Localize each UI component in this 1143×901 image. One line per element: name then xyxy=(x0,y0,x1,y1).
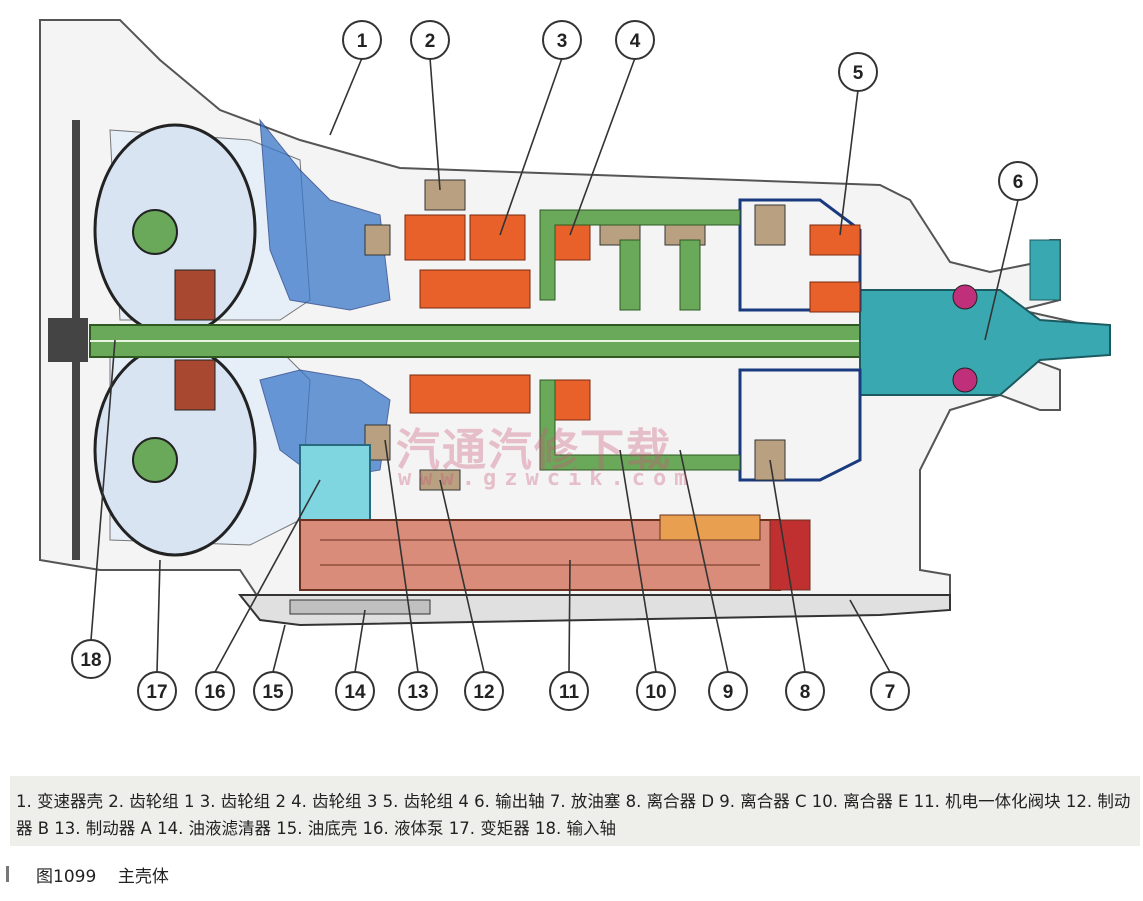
callout-5: 5 xyxy=(838,52,878,92)
callout-6: 6 xyxy=(998,161,1038,201)
svg-text:5: 5 xyxy=(853,63,864,84)
svg-text:18: 18 xyxy=(80,650,101,671)
callout-14: 14 xyxy=(335,671,375,711)
legend-box xyxy=(10,776,1140,846)
svg-text:8: 8 xyxy=(800,682,811,703)
callout-7: 7 xyxy=(870,671,910,711)
figure-marker xyxy=(6,866,9,882)
callout-4: 4 xyxy=(615,20,655,60)
svg-text:15: 15 xyxy=(262,682,284,703)
svg-text:10: 10 xyxy=(645,682,666,703)
oil-pan xyxy=(237,594,951,627)
callout-18: 18 xyxy=(71,639,111,679)
svg-text:16: 16 xyxy=(204,682,225,703)
callout-16: 16 xyxy=(195,671,235,711)
callout-13: 13 xyxy=(398,671,438,711)
svg-text:14: 14 xyxy=(344,682,366,703)
svg-text:13: 13 xyxy=(407,682,428,703)
valve-body xyxy=(299,514,811,591)
svg-text:6: 6 xyxy=(1013,172,1024,193)
callout-3: 3 xyxy=(542,20,582,60)
svg-text:2: 2 xyxy=(425,31,436,52)
callout-9: 9 xyxy=(708,671,748,711)
figure-caption: 图1099 主壳体 xyxy=(36,862,169,887)
svg-text:1: 1 xyxy=(357,31,368,52)
svg-text:4: 4 xyxy=(630,31,641,52)
callout-12: 12 xyxy=(464,671,504,711)
callout-2: 2 xyxy=(410,20,450,60)
callout-11: 11 xyxy=(549,671,589,711)
watermark-url: www.gzwcik.com xyxy=(398,466,696,491)
figure-title: 主壳体 xyxy=(117,867,169,887)
torque-converter xyxy=(48,120,257,560)
callout-15: 15 xyxy=(253,671,293,711)
callout-1: 1 xyxy=(342,20,382,60)
clutch-drums xyxy=(539,209,741,471)
callout-8: 8 xyxy=(785,671,825,711)
figure-number: 图1099 xyxy=(36,867,97,887)
callout-10: 10 xyxy=(636,671,676,711)
svg-text:12: 12 xyxy=(473,682,494,703)
legend-text: 1. 变速器壳 2. 齿轮组 1 3. 齿轮组 2 4. 齿轮组 3 5. 齿轮… xyxy=(16,792,1131,838)
transmission-cross-section: 1 2 3 4 5 6 7 8 9 10 11 12 13 14 15 16 1… xyxy=(39,19,1111,711)
output-shaft xyxy=(859,239,1111,396)
svg-text:9: 9 xyxy=(723,682,734,703)
svg-text:7: 7 xyxy=(885,682,896,703)
callout-17: 17 xyxy=(137,671,177,711)
input-output-shaft xyxy=(89,324,911,358)
svg-text:11: 11 xyxy=(559,682,580,703)
leader-lines xyxy=(90,57,1019,673)
watermark-text: 汽通汽修下载 xyxy=(396,425,672,476)
svg-text:3: 3 xyxy=(557,31,568,52)
svg-text:17: 17 xyxy=(146,682,167,703)
